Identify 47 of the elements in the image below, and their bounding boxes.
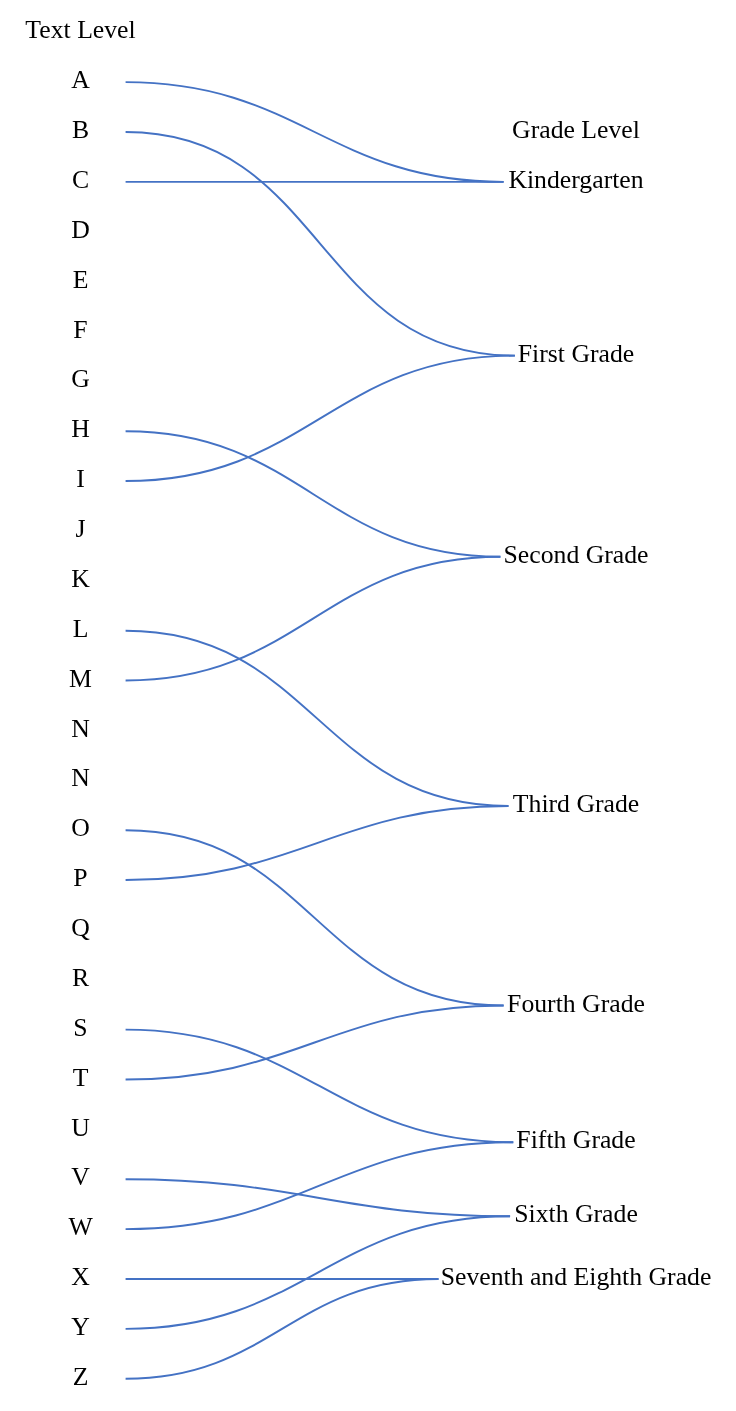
- connector: [124, 1278, 439, 1380]
- node-text: V: [70, 1162, 90, 1192]
- node-text: K: [70, 563, 90, 593]
- connector: [124, 1004, 505, 1081]
- connector: [124, 1141, 514, 1231]
- node-text: T: [72, 1062, 88, 1092]
- node-text: C: [71, 164, 89, 194]
- node-text: Q: [70, 913, 90, 943]
- node-text: G: [70, 364, 90, 394]
- node-text: F: [72, 314, 88, 344]
- node-text: M: [68, 663, 92, 693]
- node-text: Y: [70, 1311, 90, 1341]
- node-text: Kindergarten: [507, 164, 644, 194]
- node-text: D: [70, 214, 90, 244]
- node-text: J: [75, 514, 86, 544]
- node-text: Z: [72, 1361, 88, 1391]
- node-text: X: [70, 1262, 90, 1292]
- node-text: L: [72, 613, 88, 643]
- label: Grade Level: [511, 115, 640, 145]
- node-text: Seventh and Eighth Grade: [440, 1262, 711, 1292]
- node-text: Second Grade: [503, 539, 649, 569]
- node-text: First Grade: [517, 338, 634, 368]
- connector: [124, 805, 509, 881]
- node-text: B: [71, 115, 89, 145]
- node-text: H: [70, 414, 90, 444]
- node-text: Fifth Grade: [515, 1125, 636, 1155]
- node-text: O: [70, 813, 90, 843]
- connector: [124, 829, 505, 1007]
- node-text: Third Grade: [512, 789, 639, 819]
- connector: [124, 81, 505, 183]
- node-text: E: [72, 264, 88, 294]
- node-text: I: [75, 464, 85, 494]
- connector: [124, 1215, 511, 1330]
- node-text: S: [72, 1012, 88, 1042]
- node-text: N: [70, 713, 90, 743]
- connector: [124, 180, 505, 183]
- node-text: U: [70, 1112, 90, 1142]
- label: Text Level: [24, 15, 136, 45]
- node-text: W: [67, 1212, 93, 1242]
- node-text: A: [70, 65, 90, 95]
- connector: [124, 555, 501, 682]
- node-text: Sixth Grade: [513, 1199, 638, 1229]
- node-text: R: [71, 962, 89, 992]
- node-text: P: [72, 863, 88, 893]
- node-text: Fourth Grade: [506, 988, 645, 1018]
- node-text: N: [70, 763, 90, 793]
- connector: [124, 354, 516, 483]
